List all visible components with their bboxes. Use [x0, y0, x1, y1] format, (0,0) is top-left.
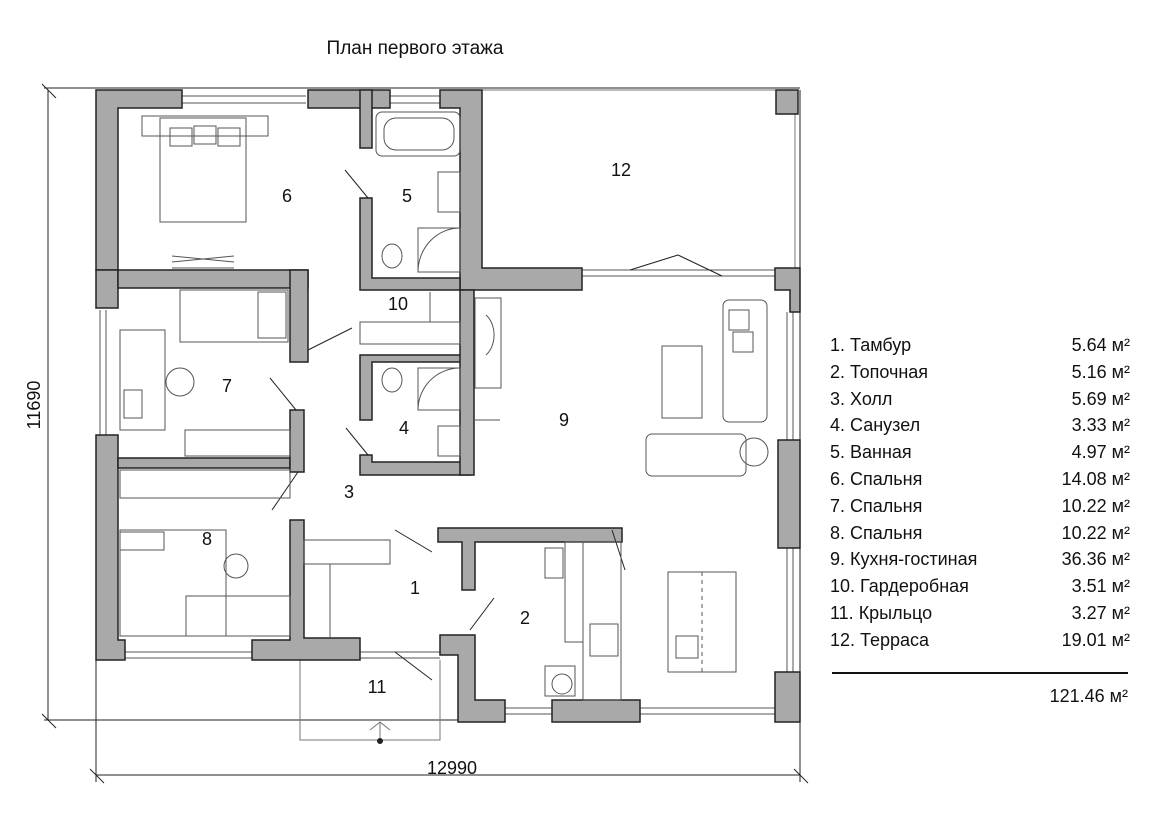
- plan-title: План первого этажа: [326, 38, 504, 59]
- room-number-9: 9: [559, 410, 569, 430]
- room-number-3: 3: [344, 482, 354, 502]
- legend-room-area: 3.27 м²: [1071, 602, 1130, 623]
- walls: [95, 89, 801, 723]
- legend-room-area: 3.51 м²: [1071, 576, 1130, 597]
- legend-row: 8. Спальня 10.22 м²: [830, 520, 1130, 547]
- legend-total: 121.46 м²: [1049, 686, 1128, 706]
- legend-room-name: 5. Ванная: [830, 442, 912, 463]
- legend-row: 2. Топочная 5.16 м²: [830, 359, 1130, 386]
- legend-room-area: 5.64 м²: [1071, 335, 1130, 355]
- terrace-post: [775, 89, 799, 115]
- legend-room-name: 8. Спальня: [830, 522, 923, 543]
- legend-room-name: 11. Крыльцо: [830, 602, 933, 623]
- furniture: [119, 111, 769, 701]
- legend-row: 3. Холл 5.69 м²: [830, 386, 1130, 413]
- legend-row: 11. Крыльцо 3.27 м²: [830, 600, 1130, 627]
- legend-room-name: 10. Гардеробная: [830, 576, 969, 597]
- room-number-11: 11: [368, 677, 387, 697]
- legend-row: 12. Терраса 19.01 м²: [830, 627, 1130, 654]
- legend-room-area: 5.69 м²: [1071, 388, 1130, 409]
- legend-divider: [832, 672, 1128, 674]
- legend-room-name: 6. Спальня: [830, 468, 923, 489]
- room-number-2: 2: [520, 608, 530, 628]
- legend-row: 4. Санузел 3.33 м²: [830, 412, 1130, 439]
- room-number-8: 8: [202, 529, 212, 549]
- legend-room-name: 12. Терраса: [830, 629, 930, 650]
- legend-room-area: 5.16 м²: [1071, 361, 1130, 382]
- dimension-lines: [41, 83, 809, 784]
- legend-room-area: 4.97 м²: [1071, 442, 1130, 463]
- legend-row: 1. Тамбур 5.64 м²: [830, 332, 1130, 359]
- room-number-10: 10: [388, 294, 408, 314]
- legend-room-area: 3.33 м²: [1071, 415, 1130, 436]
- room-number-12: 12: [611, 160, 631, 180]
- windows: [99, 95, 794, 715]
- legend-room-name: 1. Тамбур: [830, 335, 912, 355]
- terrace-outline: [480, 89, 796, 268]
- porch-outline: [299, 660, 441, 741]
- floor-plan: 12990 11690: [24, 83, 809, 784]
- room-number-5: 5: [402, 186, 412, 206]
- legend-room-area: 10.22 м²: [1061, 495, 1130, 516]
- legend-room-area: 14.08 м²: [1061, 468, 1130, 489]
- legend-row: 7. Спальня 10.22 м²: [830, 493, 1130, 520]
- legend-room-name: 4. Санузел: [830, 415, 921, 436]
- legend-row: 5. Ванная 4.97 м²: [830, 439, 1130, 466]
- room-number-7: 7: [222, 376, 232, 396]
- room-legend: 1. Тамбур 5.64 м² 2. Топочная 5.16 м² 3. Х…: [830, 332, 1130, 654]
- room-number-4: 4: [399, 418, 409, 438]
- legend-row: 6. Спальня 14.08 м²: [830, 466, 1130, 493]
- legend-room-name: 9. Кухня-гостиная: [830, 549, 978, 570]
- legend-room-name: 2. Топочная: [830, 361, 929, 382]
- legend-row: 10. Гардеробная 3.51 м²: [830, 573, 1130, 600]
- legend-row: 9. Кухня-гостиная 36.36 м²: [830, 546, 1130, 573]
- legend-room-name: 7. Спальня: [830, 495, 923, 516]
- room-number-1: 1: [410, 578, 420, 598]
- legend-room-area: 19.01 м²: [1061, 629, 1130, 650]
- legend-room-name: 3. Холл: [830, 388, 893, 409]
- dim-width: 12990: [427, 758, 477, 778]
- doors: [269, 169, 723, 681]
- legend-room-area: 36.36 м²: [1061, 549, 1130, 570]
- dim-height: 11690: [24, 381, 44, 430]
- room-number-6: 6: [282, 186, 292, 206]
- entrance-marker: [377, 738, 383, 744]
- legend-room-area: 10.22 м²: [1061, 522, 1130, 543]
